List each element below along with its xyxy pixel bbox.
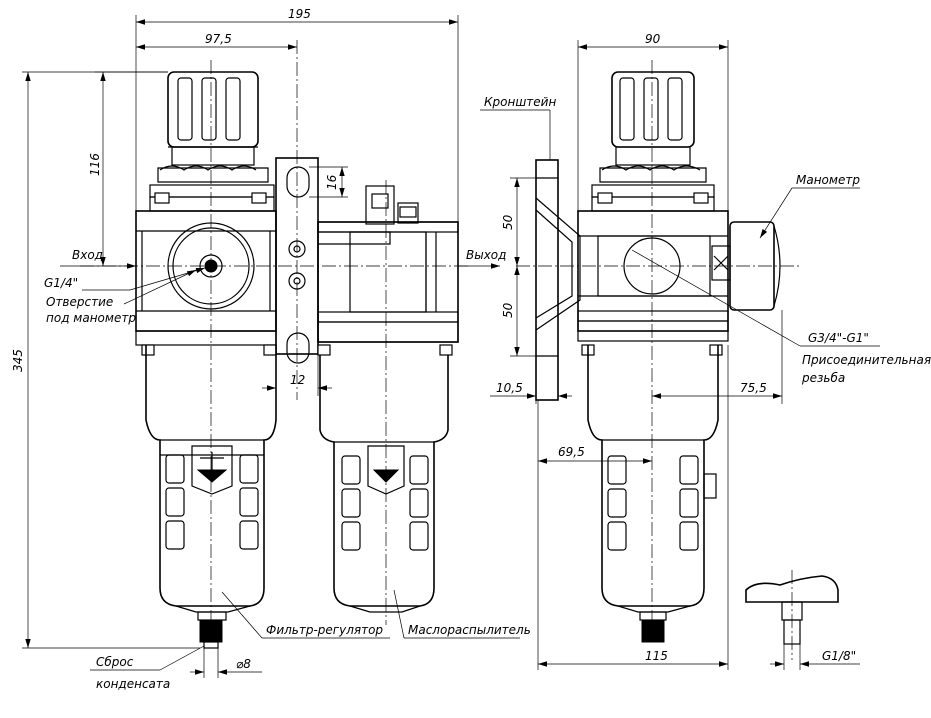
dim-bottom-width: 115 — [645, 649, 668, 663]
dim-body-offset: 69,5 — [558, 445, 585, 459]
dim-half-width: 97,5 — [205, 32, 232, 46]
regulator-knob — [149, 71, 275, 212]
label-outlet: Выход — [466, 248, 506, 262]
label-gauge-port-thread: G1/4" — [44, 276, 78, 290]
label-connection-line1: Присоединительная — [802, 353, 931, 367]
dim-top-height: 116 — [88, 153, 102, 176]
side-body — [577, 210, 729, 356]
front-dimensions: 195 97,5 116 16 345 12 ⌀8 — [11, 7, 459, 678]
label-valve-thread: G1/8" — [822, 649, 856, 663]
dim-side-width: 90 — [645, 32, 661, 46]
label-drain-line2: конденсата — [96, 677, 170, 691]
label-bracket: Кронштейн — [484, 95, 556, 109]
label-gauge: Манометр — [796, 173, 860, 187]
dim-bracket-down: 50 — [501, 302, 515, 318]
dim-overall-width: 195 — [288, 7, 311, 21]
label-lubricator: Маслораспылитель — [408, 623, 531, 637]
dim-bracket-up: 50 — [501, 214, 515, 230]
side-labels: Кронштейн Манометр G3/4"-G1" Присоединит… — [480, 95, 931, 385]
label-inlet: Вход — [72, 248, 103, 262]
label-gauge-port-line1: Отверстие — [46, 295, 113, 309]
dim-bracket-offset: 10,5 — [496, 381, 523, 395]
label-filter-regulator: Фильтр-регулятор — [266, 623, 383, 637]
dim-port-spacing: 16 — [325, 174, 339, 190]
bracket — [535, 159, 581, 401]
drain-valve-detail: G1/8" — [745, 570, 860, 670]
label-drain-line1: Сброс — [96, 655, 134, 669]
dim-drain-diameter: ⌀8 — [236, 657, 251, 671]
label-connection-line2: резьба — [801, 371, 845, 385]
dim-gauge-offset: 75,5 — [740, 381, 767, 395]
dim-center-gap: 12 — [290, 373, 305, 387]
filter-regulator-bowl — [145, 345, 277, 649]
side-dimensions: 90 50 50 10,5 75,5 69,5 115 — [490, 32, 783, 670]
side-view — [516, 60, 800, 643]
front-view — [80, 40, 470, 649]
side-bowl — [587, 345, 719, 643]
label-thread-spec: G3/4"-G1" — [808, 331, 869, 345]
side-knob — [591, 71, 715, 212]
label-gauge-port-line2: под манометр — [46, 311, 136, 325]
front-labels: Вход Выход G1/4" Отверстие под манометр … — [44, 248, 531, 691]
lubricator-bowl — [319, 355, 449, 613]
dim-total-height: 345 — [11, 349, 25, 372]
filter-regulator-body — [135, 210, 277, 346]
lubricator-body — [317, 185, 459, 343]
